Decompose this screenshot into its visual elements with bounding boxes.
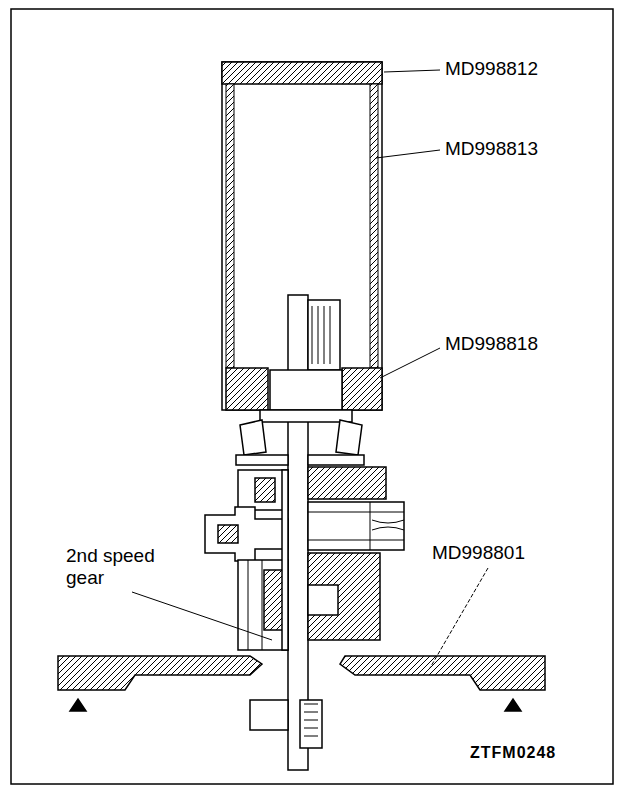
- figure-code: ZTFM0248: [470, 742, 556, 764]
- part-number: MD998801: [432, 542, 525, 564]
- part-number: MD998812: [445, 58, 538, 80]
- leader-lines: [132, 70, 488, 668]
- bearing: [236, 420, 364, 465]
- base-plate: [58, 656, 545, 711]
- part-number: MD998813: [445, 138, 538, 160]
- part-name: 2nd speed gear: [66, 545, 184, 589]
- part-number: MD998818: [445, 333, 538, 355]
- frame: [11, 9, 613, 784]
- gear-stack: [205, 467, 404, 650]
